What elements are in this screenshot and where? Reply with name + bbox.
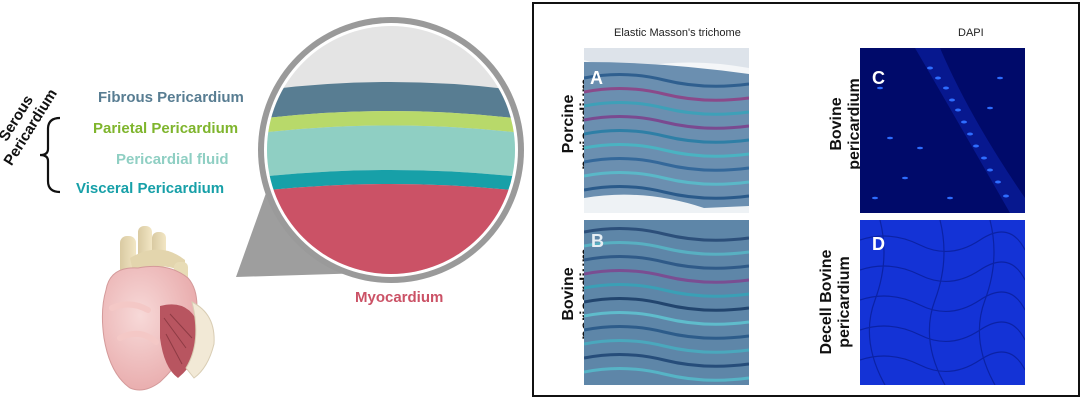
layer-visceral — [267, 170, 515, 192]
heart-illustration — [101, 226, 215, 391]
myocardium-label: Myocardium — [355, 289, 444, 306]
micrograph-panel: Elastic Masson's trichome DAPI Porcine p… — [532, 2, 1080, 397]
parietal-pericardium-label: Parietal Pericardium — [93, 120, 239, 137]
fibrous-pericardium-label: Fibrous Pericardium — [98, 89, 244, 106]
micrograph-b — [584, 220, 749, 385]
panel-letter-b: B — [591, 231, 604, 251]
column-title-masson: Elastic Masson's trichome — [614, 27, 741, 39]
visceral-pericardium-label: Visceral Pericardium — [76, 180, 225, 197]
micrograph-a — [584, 48, 749, 213]
pericardial-fluid-label: Pericardial fluid — [116, 151, 229, 168]
panel-letter-c: C — [872, 68, 885, 88]
micrograph-c — [860, 48, 1025, 213]
micrograph-d — [860, 220, 1025, 385]
column-title-dapi: DAPI — [958, 27, 984, 39]
magnified-layers-svg — [236, 17, 524, 283]
serous-bracket — [39, 116, 61, 194]
panel-letter-d: D — [872, 234, 885, 254]
layer-fluid — [267, 125, 515, 178]
layer-fibrous — [267, 82, 515, 120]
panel-letter-a: A — [590, 68, 603, 88]
layer-parietal — [267, 111, 515, 134]
